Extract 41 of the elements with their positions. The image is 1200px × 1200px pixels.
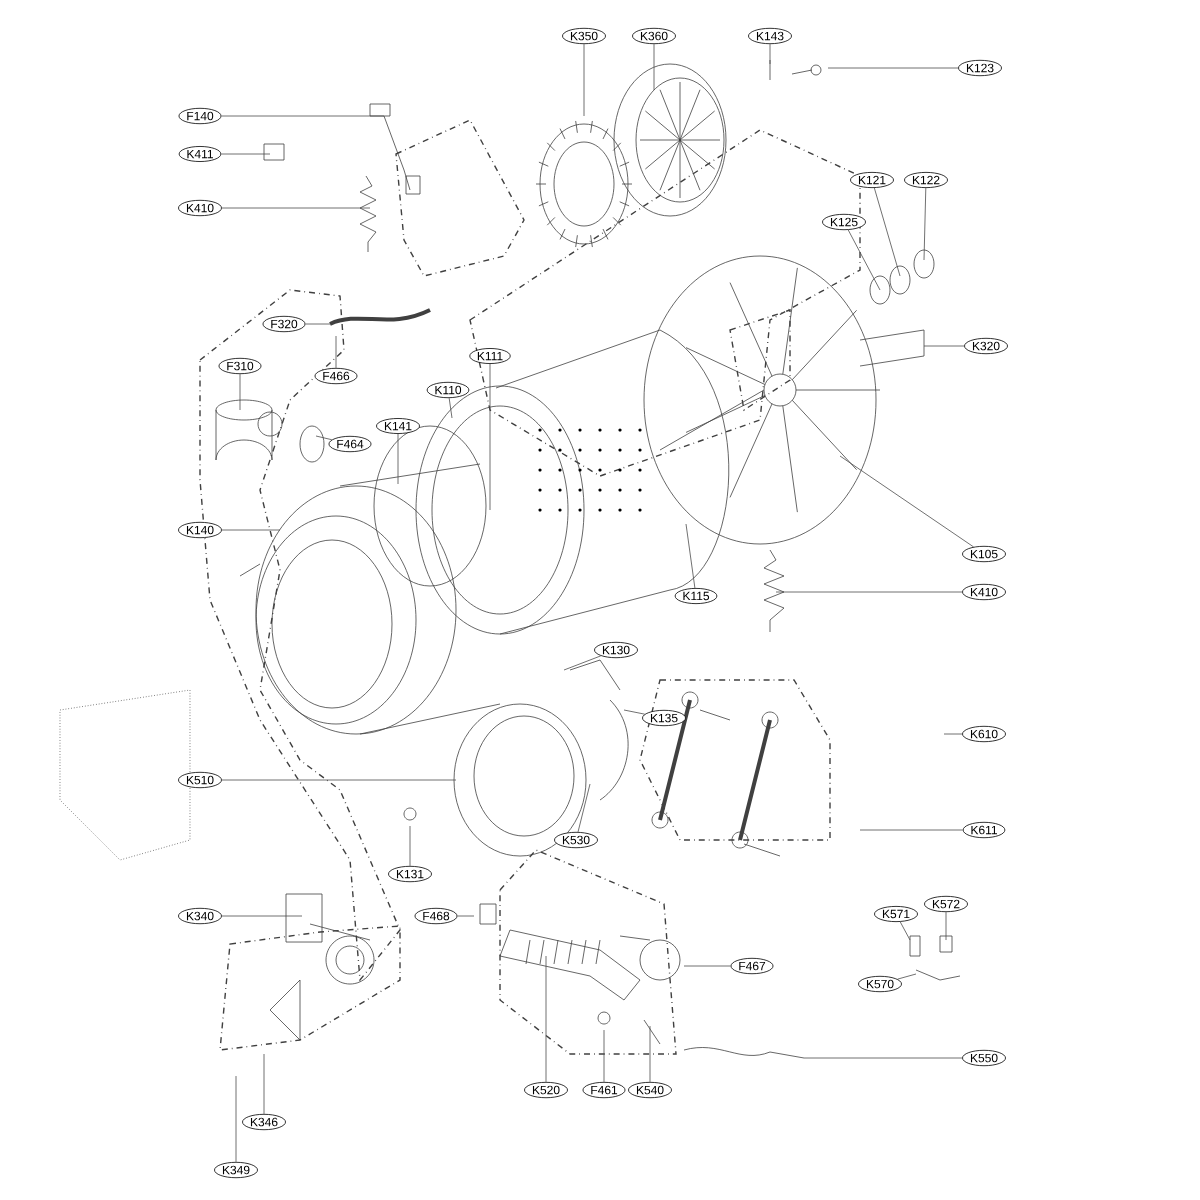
leader-line [859,829,964,831]
leader-line [649,1025,651,1083]
leader-line [239,373,241,411]
leader-line [448,397,453,419]
leader-line [409,825,411,867]
leader-line [563,655,602,671]
leader-line [653,43,655,91]
leader-line [335,335,337,369]
leader-line [923,345,965,347]
leader-line [873,187,901,277]
leader-line [489,363,491,511]
leader-line [899,921,911,941]
leader-line [457,915,475,917]
leader-line [603,1029,605,1083]
leader-line [769,43,771,65]
leader-line [577,783,591,833]
leader-line [583,43,585,117]
leader-line [545,955,547,1083]
leader-line [623,709,646,715]
leader-line [847,229,881,291]
leader-line [221,779,457,781]
leader-line [685,523,696,589]
leader-line [221,915,303,917]
leader-line [235,1075,237,1163]
leader-line [943,733,963,735]
leader-line [683,965,731,967]
leader-line [839,455,974,548]
leader-line [263,1053,265,1115]
leader-line [897,973,917,980]
leader-line [775,591,963,593]
leader-line [827,67,959,69]
leader-line [220,153,271,155]
leader-line [397,433,399,485]
leader-line [315,435,333,441]
leader-line [923,187,927,261]
leader-line [803,1057,963,1059]
leader-line [221,115,385,117]
leader-line [945,911,947,941]
leader-line [221,529,281,531]
leader-line [305,323,331,325]
leader-line [221,207,371,209]
